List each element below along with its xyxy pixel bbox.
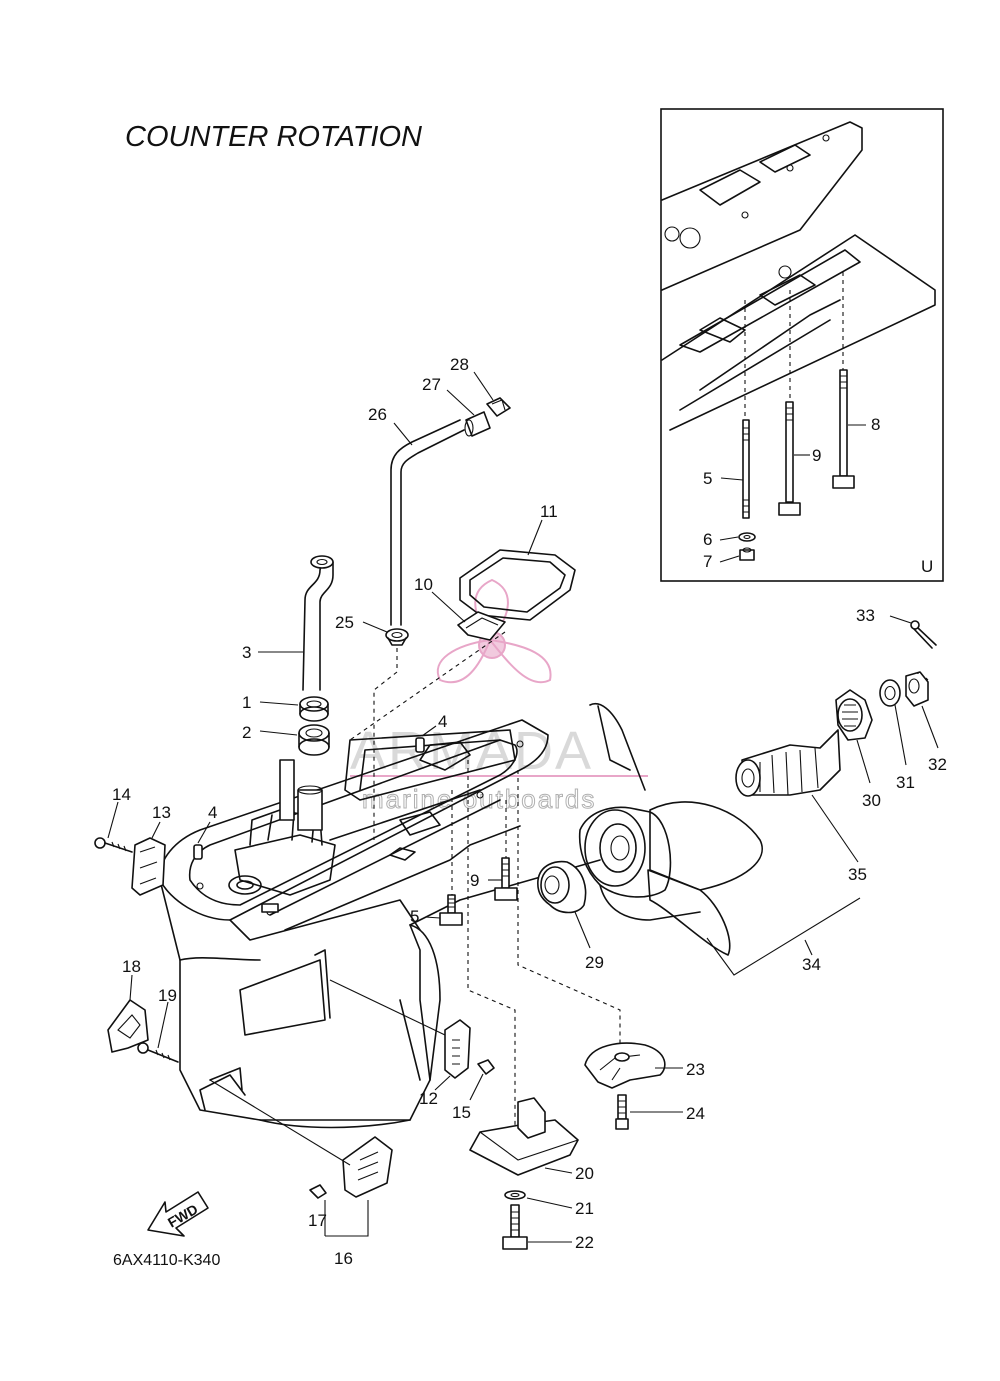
propeller-34: 34 bbox=[578, 703, 861, 976]
callout-18: 18 bbox=[122, 957, 141, 976]
callout-17: 17 bbox=[308, 1211, 327, 1230]
callout-9-main: 9 bbox=[470, 871, 479, 890]
callout-31: 31 bbox=[896, 773, 915, 792]
forward-arrow-icon: FWD bbox=[147, 1191, 209, 1237]
inset-variant-label: U bbox=[921, 557, 933, 576]
callout-2: 2 bbox=[242, 723, 251, 742]
callout-34: 34 bbox=[802, 955, 821, 974]
cap-13: 13 bbox=[131, 803, 171, 896]
hose-26: 26 bbox=[368, 405, 465, 626]
bolt-5: 5 bbox=[410, 894, 463, 926]
callout-20: 20 bbox=[575, 1164, 594, 1183]
callout-30: 30 bbox=[862, 791, 881, 810]
lower-casing bbox=[159, 719, 601, 1129]
bolt-24: 24 bbox=[615, 1094, 705, 1130]
callout-4-top: 4 bbox=[438, 712, 447, 731]
callout-21: 21 bbox=[575, 1199, 594, 1218]
bolt-9: 9 bbox=[470, 857, 518, 901]
plate-10: 10 bbox=[349, 575, 506, 741]
callout-26: 26 bbox=[368, 405, 387, 424]
callout-8: 8 bbox=[871, 415, 880, 434]
clip-28: 28 bbox=[450, 355, 511, 417]
callout-32: 32 bbox=[928, 755, 947, 774]
anode-23: 23 bbox=[584, 1042, 705, 1089]
bolt-19: 19 bbox=[137, 986, 179, 1063]
callout-33: 33 bbox=[856, 606, 875, 625]
callout-23: 23 bbox=[686, 1060, 705, 1079]
callout-27: 27 bbox=[422, 375, 441, 394]
bolt-22: 22 bbox=[502, 1204, 594, 1252]
grommet-25: 25 bbox=[335, 613, 409, 840]
callout-19: 19 bbox=[158, 986, 177, 1005]
callout-7: 7 bbox=[703, 552, 712, 571]
callout-12: 12 bbox=[419, 1089, 438, 1108]
callout-14: 14 bbox=[112, 785, 131, 804]
callout-25: 25 bbox=[335, 613, 354, 632]
callout-15: 15 bbox=[452, 1103, 471, 1122]
washer-31: 31 bbox=[879, 679, 915, 792]
grommet-2: 2 bbox=[242, 723, 330, 756]
washer-30: 30 bbox=[835, 689, 881, 810]
thrust-washer-29: 29 bbox=[537, 860, 604, 972]
guide-line-anode bbox=[517, 770, 621, 1050]
callout-1: 1 bbox=[242, 693, 251, 712]
callout-28: 28 bbox=[450, 355, 469, 374]
callout-9-inset: 9 bbox=[812, 446, 821, 465]
callout-35: 35 bbox=[848, 865, 867, 884]
diagram-code: 6AX4110-K340 bbox=[113, 1252, 220, 1269]
dowel-pin-4-left: 4 bbox=[193, 803, 217, 860]
callout-5-main: 5 bbox=[410, 907, 419, 926]
cover-20: 20 bbox=[469, 1097, 594, 1183]
water-tube-3: 3 bbox=[242, 555, 334, 691]
callout-29: 29 bbox=[585, 953, 604, 972]
anode-12: 12 bbox=[329, 979, 471, 1108]
nut-32: 32 bbox=[905, 671, 947, 774]
washer-21: 21 bbox=[504, 1190, 594, 1218]
spacer-35: 35 bbox=[735, 729, 867, 884]
callout-13: 13 bbox=[152, 803, 171, 822]
collar-27: 27 bbox=[422, 375, 491, 437]
bracket-18: 18 bbox=[107, 957, 149, 1053]
callout-3: 3 bbox=[242, 643, 251, 662]
gasket-11: 11 bbox=[459, 502, 576, 621]
callout-16: 16 bbox=[334, 1249, 353, 1268]
watermark-tagline: marine outboards bbox=[362, 784, 596, 814]
callout-11: 11 bbox=[540, 502, 558, 521]
anode-16: 16 bbox=[209, 1079, 393, 1268]
nut-15: 15 bbox=[452, 1059, 495, 1122]
callout-10: 10 bbox=[414, 575, 433, 594]
callout-6: 6 bbox=[703, 530, 712, 549]
diagram-title: COUNTER ROTATION bbox=[125, 121, 422, 153]
callout-22: 22 bbox=[575, 1233, 594, 1252]
dowel-pin-4-top: 4 bbox=[415, 712, 447, 753]
callout-24: 24 bbox=[686, 1104, 705, 1123]
bolt-14: 14 bbox=[94, 785, 133, 853]
nut-17: 17 bbox=[308, 1184, 327, 1236]
cotter-pin-33: 33 bbox=[856, 606, 937, 649]
inset-detail-box: 5 9 8 6 7 U bbox=[660, 108, 944, 582]
callout-5-inset: 5 bbox=[703, 469, 712, 488]
guide-line-skeg bbox=[467, 760, 516, 1130]
callout-4-left: 4 bbox=[208, 803, 217, 822]
oil-seal-1: 1 bbox=[242, 693, 329, 722]
